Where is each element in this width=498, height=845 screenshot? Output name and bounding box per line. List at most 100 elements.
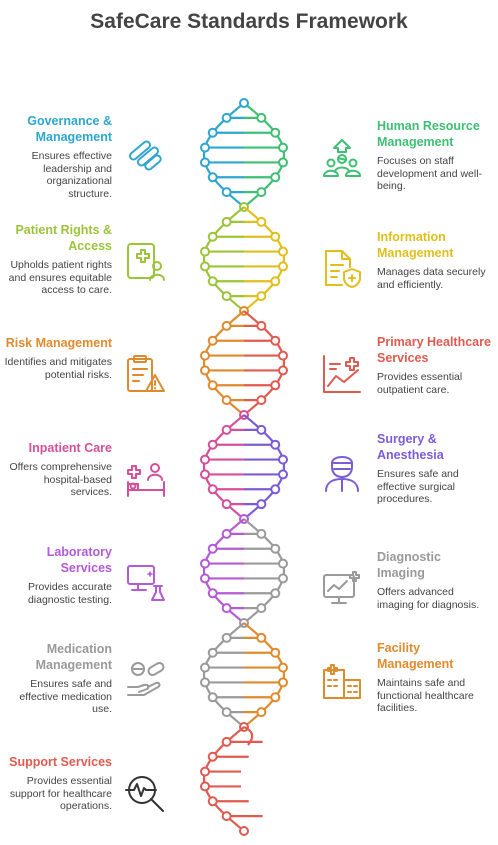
helix-node (200, 573, 211, 584)
helix-node (221, 603, 232, 614)
helix-node (221, 811, 232, 822)
search-pulse-icon (124, 772, 168, 816)
medication-hand-icon (124, 659, 168, 703)
helix-node (277, 350, 288, 361)
patient-card-icon (124, 240, 168, 284)
helix-node (277, 454, 288, 465)
helix-node (207, 588, 218, 599)
helix-node (270, 276, 281, 287)
standard-description: Upholds patient rights and ensures equit… (8, 259, 112, 296)
helix-node (221, 424, 232, 435)
helix-node (256, 187, 267, 198)
helix-node (256, 320, 267, 331)
helix-node (200, 469, 211, 480)
standard-description: Maintains safe and functional healthcare… (377, 677, 474, 714)
helix-node (207, 231, 218, 242)
helix-node (200, 142, 211, 153)
helix-node (277, 261, 288, 272)
standard-title: Support Services (9, 755, 112, 769)
helix-node (270, 588, 281, 599)
standard-description: Focuses on staff development and well-be… (377, 155, 483, 192)
helix-node (270, 647, 281, 658)
helix-node (207, 484, 218, 495)
hospital-bed-icon (124, 458, 168, 502)
helix-node (207, 751, 218, 762)
helix-node (200, 766, 211, 777)
standard-description: Ensures safe and effective surgical proc… (377, 468, 459, 505)
helix-node (207, 692, 218, 703)
helix-node (270, 439, 281, 450)
helix-node (277, 365, 288, 376)
helix-node (277, 246, 288, 257)
helix-node (200, 246, 211, 257)
helix-node (270, 127, 281, 138)
team-growth-icon (320, 136, 364, 180)
standard-title: Patient Rights & Access (15, 223, 112, 253)
helix-node (207, 380, 218, 391)
helix-node (221, 187, 232, 198)
helix-node (221, 216, 232, 227)
standard-description: Provides accurate diagnostic testing. (27, 581, 112, 606)
helix-node (200, 454, 211, 465)
standard-title: Medication Management (35, 642, 112, 672)
helix-node (239, 826, 249, 836)
helix-node (221, 320, 232, 331)
standard-title: Information Management (377, 230, 454, 260)
lab-monitor-icon (124, 562, 168, 606)
helix-node (221, 632, 232, 643)
helix-node (277, 469, 288, 480)
standard-title: Diagnostic Imaging (377, 550, 441, 580)
standard-title: Laboratory Services (46, 545, 112, 575)
helix-node (256, 707, 267, 718)
helix-node (200, 157, 211, 168)
helix-node (200, 558, 211, 569)
helix-node (221, 528, 232, 539)
helix-node (270, 484, 281, 495)
helix-node (270, 335, 281, 346)
helix-node (270, 543, 281, 554)
standard-title: Governance & Management (27, 114, 112, 144)
helix-node (277, 662, 288, 673)
helix-node (207, 276, 218, 287)
standard-description: Provides essential support for healthcar… (9, 775, 112, 812)
surgeon-icon (320, 449, 364, 493)
standard-title: Inpatient Care (28, 441, 112, 455)
pills-icon (124, 131, 168, 175)
imaging-monitor-icon (320, 567, 364, 611)
helix-node (207, 543, 218, 554)
helix-node (256, 395, 267, 406)
helix-node (256, 112, 267, 123)
helix-node (207, 647, 218, 658)
standard-description: Offers comprehensive hospital-based serv… (9, 461, 112, 498)
helix-node (256, 499, 267, 510)
helix-node (221, 736, 232, 747)
helix-node (221, 112, 232, 123)
standard-title: Facility Management (377, 641, 454, 671)
helix-node (270, 231, 281, 242)
helix-node (207, 172, 218, 183)
helix-node (277, 558, 288, 569)
helix-node (221, 707, 232, 718)
helix-node (270, 380, 281, 391)
helix-node (207, 796, 218, 807)
helix-node (256, 632, 267, 643)
helix-strand-tail (243, 725, 254, 746)
standard-description: Provides essential outpatient care. (377, 371, 463, 396)
standard-title: Surgery & Anesthesia (377, 432, 444, 462)
standard-description: Identifies and mitigates potential risks… (4, 356, 112, 381)
helix-node (200, 662, 211, 673)
secure-document-icon (320, 247, 364, 291)
standard-description: Ensures safe and effective medication us… (19, 678, 112, 715)
